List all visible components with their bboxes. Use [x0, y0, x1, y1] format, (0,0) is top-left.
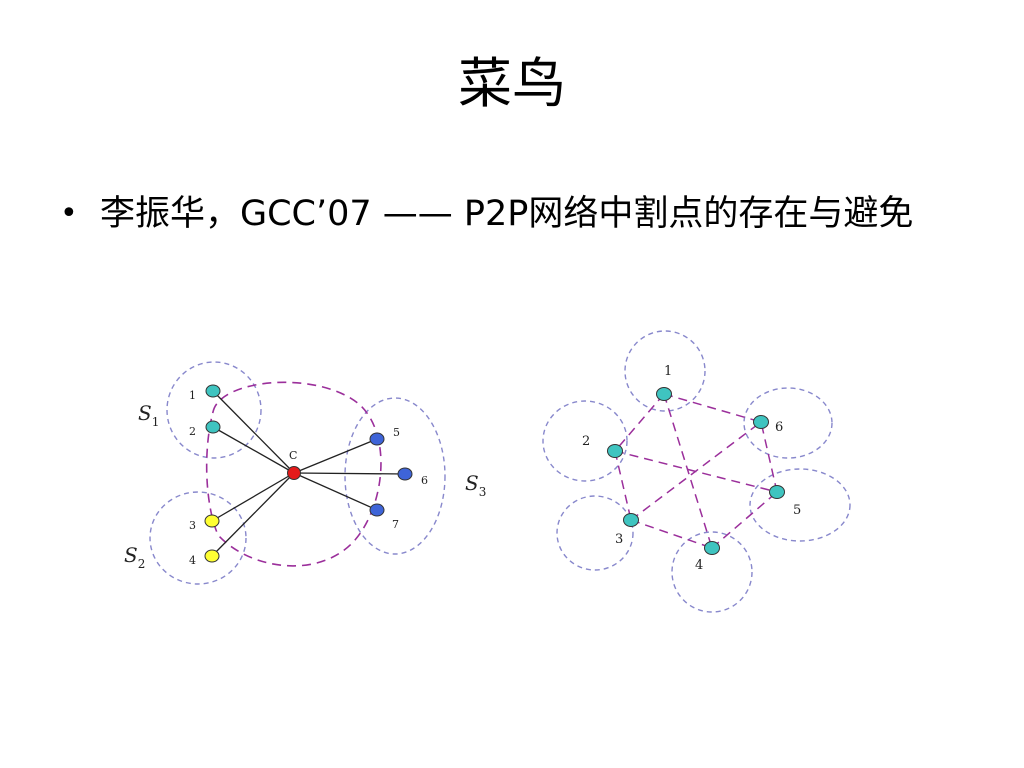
right-node-2 — [607, 444, 623, 458]
node-label-7: 7 — [392, 518, 399, 531]
right-edge-1-2 — [614, 393, 665, 452]
cluster-s1-boundary — [166, 361, 262, 459]
group-label-s1: S1 — [138, 401, 159, 429]
right-node-5 — [769, 485, 785, 499]
node-label-c: C — [289, 449, 297, 462]
node-3 — [204, 514, 220, 528]
node-4 — [204, 549, 220, 563]
right-node-label-6: 6 — [775, 420, 783, 435]
right-cluster-4-boundary — [671, 531, 753, 613]
right-edge-3-6 — [630, 421, 762, 521]
slide-title: 菜鸟 — [458, 52, 566, 115]
node-label-1: 1 — [189, 389, 196, 402]
cluster-s2-boundary — [149, 491, 247, 585]
node-c — [287, 466, 301, 480]
right-node-4 — [704, 541, 720, 555]
edge-c-5 — [293, 438, 378, 474]
node-7 — [369, 503, 385, 517]
node-label-2: 2 — [189, 425, 196, 438]
node-5 — [369, 432, 385, 446]
node-1 — [205, 384, 221, 398]
group-label-s3: S3 — [465, 471, 486, 499]
right-edge-4-5 — [711, 491, 778, 549]
right-network-diagram: 1 2 3 4 5 6 — [542, 330, 851, 613]
cluster-s3-boundary — [344, 397, 446, 555]
right-cluster-1-boundary — [624, 330, 706, 412]
node-label-6: 6 — [421, 474, 428, 487]
right-node-1 — [656, 387, 672, 401]
bullet-dot-icon: • — [60, 196, 78, 231]
right-cluster-6-boundary — [743, 387, 833, 459]
right-node-label-1: 1 — [664, 364, 672, 379]
right-node-label-5: 5 — [793, 503, 801, 518]
right-cluster-3-boundary — [556, 495, 634, 571]
right-node-6 — [753, 415, 769, 429]
node-6 — [397, 467, 413, 481]
right-node-label-3: 3 — [615, 532, 623, 547]
right-edge-1-4 — [663, 393, 713, 549]
node-label-4: 4 — [189, 554, 196, 567]
right-node-label-4: 4 — [695, 558, 703, 573]
edge-c-7 — [293, 472, 378, 511]
edge-c-4 — [211, 472, 295, 557]
right-edge-2-3 — [614, 450, 632, 521]
edge-c-2 — [212, 426, 295, 474]
right-node-3 — [623, 513, 639, 527]
right-edge-5-6 — [760, 421, 778, 493]
core-region-boundary — [205, 381, 382, 567]
right-cluster-2-boundary — [542, 400, 628, 482]
bullet-item: • 李振华，GCC’07 —— P2P网络中割点的存在与避免 — [60, 190, 960, 238]
edge-c-1 — [212, 390, 295, 474]
right-node-label-2: 2 — [582, 434, 590, 449]
right-cluster-5-boundary — [749, 468, 851, 542]
edge-c-3 — [211, 472, 295, 522]
node-2 — [205, 420, 221, 434]
right-edge-1-6 — [663, 393, 762, 423]
group-label-s2: S2 — [124, 543, 145, 571]
node-label-3: 3 — [189, 519, 196, 532]
bullet-text: 李振华，GCC’07 —— P2P网络中割点的存在与避免 — [100, 194, 914, 234]
node-label-5: 5 — [393, 426, 400, 439]
edge-c-6 — [293, 472, 406, 475]
